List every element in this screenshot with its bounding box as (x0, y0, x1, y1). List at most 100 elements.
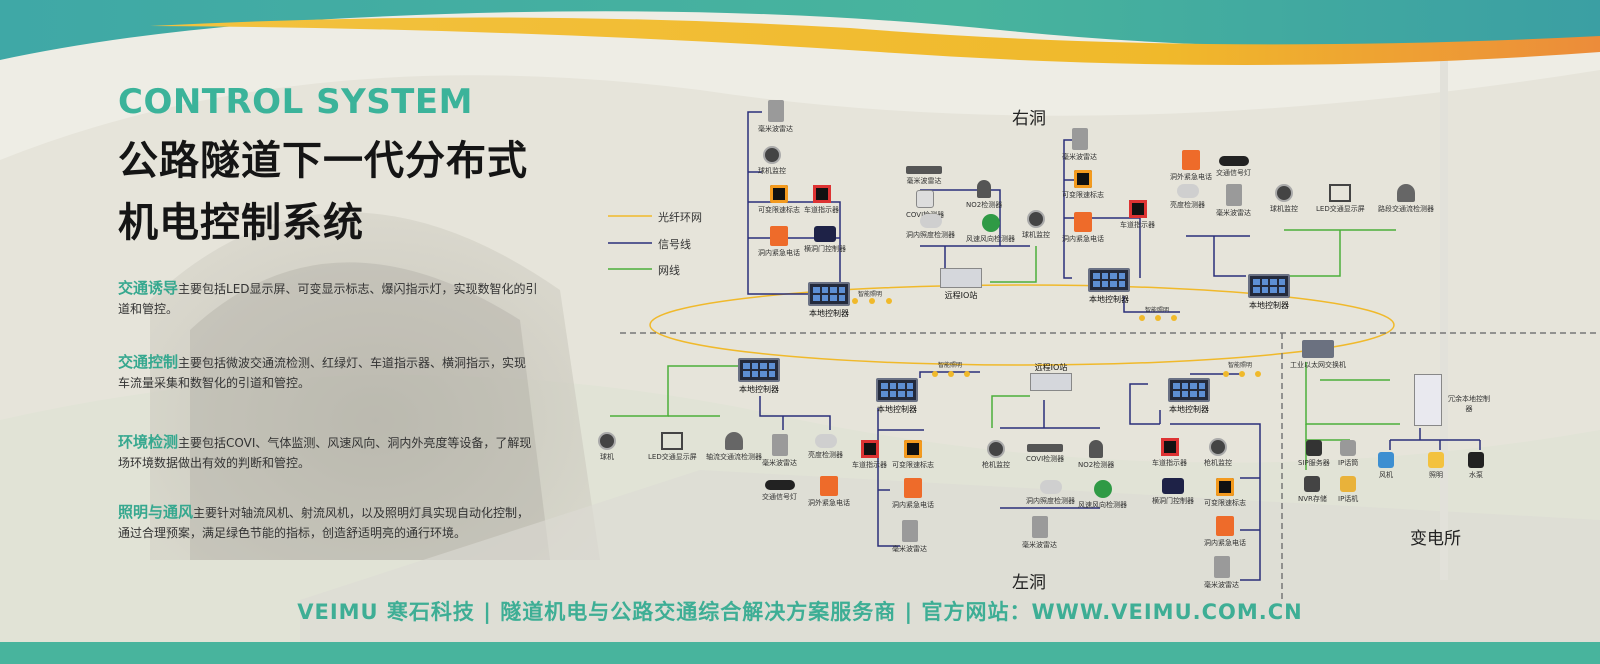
camera-icon (1027, 210, 1045, 228)
device-label: 毫米波雷达 (1022, 541, 1057, 549)
device-l2: LED交通显示屏 (648, 432, 697, 462)
substation-label: 变电所 (1410, 529, 1461, 549)
device-r1: 毫米波雷达 (758, 100, 793, 134)
local-controller-1: 本地控制器 (808, 282, 850, 319)
footer: VEIMU 寒石科技 | 隧道机电与公路交通综合解决方案服务商 | 官方网站：W… (0, 596, 1600, 626)
website-url[interactable]: WWW.VEIMU.COM.CN (1031, 600, 1303, 624)
device-label: 球机监控 (1270, 205, 1298, 213)
substation-lighting: 照明 (1428, 452, 1444, 480)
device-r12: 球机监控 (1022, 210, 1050, 240)
device-l11: 毫米波雷达 (892, 520, 927, 554)
substation-label-lighting: 照明 (1429, 471, 1443, 479)
device-l19: 枪机监控 (1204, 438, 1232, 468)
local-controller-5: 本地控制器 (876, 378, 918, 415)
english-title: CONTROL SYSTEM (118, 82, 473, 122)
lane-icon (812, 185, 831, 203)
device-l23: 毫米波雷达 (1204, 556, 1239, 590)
speed-icon (1216, 478, 1234, 496)
door-icon (1162, 478, 1184, 494)
device-r13: 毫米波雷达 (1062, 128, 1097, 162)
device-label: 可变限速标志 (1062, 191, 1104, 199)
flow-icon (725, 432, 743, 450)
device-label: NO2检测器 (1078, 461, 1115, 469)
camera-icon (763, 146, 781, 164)
device-label: 毫米波雷达 (892, 545, 927, 553)
ip_phone-icon (1340, 440, 1357, 456)
device-label: 球机 (600, 453, 614, 461)
camera-icon (987, 440, 1005, 458)
camera-icon (1275, 184, 1293, 202)
device-label: 洞内紧急电话 (892, 501, 934, 509)
lamp-label-2: 智能照明 (1145, 307, 1170, 314)
device-label: 枪机监控 (1204, 459, 1232, 467)
device-l17: 毫米波雷达 (1022, 516, 1057, 550)
device-r5: 洞内紧急电话 (758, 226, 800, 258)
lux-icon (814, 434, 837, 448)
device-label: 毫米波雷达 (906, 177, 942, 185)
substation-water: 水泵 (1468, 452, 1484, 480)
device-r10: 洞内照度检测器 (906, 214, 955, 240)
device-label: 洞内紧急电话 (1062, 235, 1104, 243)
lamp-label-4: 智能照明 (1228, 362, 1253, 369)
substation-fan: 风机 (1378, 452, 1394, 480)
device-r16: 洞内紧急电话 (1062, 212, 1104, 244)
substation-label-sip: SIP服务器 (1298, 459, 1330, 467)
no2-icon (1089, 440, 1104, 458)
device-r17: 洞外紧急电话 (1170, 150, 1212, 182)
signal-icon (764, 480, 795, 490)
redundant-controller-label: 冗余本地控制器 (1448, 395, 1490, 413)
water-icon (1468, 452, 1484, 468)
radar-bar-icon (1027, 444, 1064, 452)
switch-icon (1302, 340, 1334, 358)
cabinet-icon (1414, 374, 1442, 426)
device-l13: COVI检测器 (1026, 444, 1064, 464)
device-label: 亮度检测器 (1170, 201, 1205, 209)
device-label: 车道指示器 (804, 206, 839, 214)
nvr-icon (1304, 476, 1321, 492)
speed-icon (904, 440, 922, 458)
bottom-bar (0, 642, 1600, 664)
device-label: 毫米波雷达 (758, 125, 793, 133)
device-r3: 可变限速标志 (758, 185, 800, 215)
company-name: 寒石科技 (386, 600, 475, 624)
device-label: 车道指示器 (852, 461, 887, 469)
device-label: 横洞门控制器 (804, 245, 846, 253)
device-l9: 洞外紧急电话 (808, 476, 850, 508)
device-r23: 路段交通流检测器 (1378, 184, 1434, 214)
lux-icon (919, 214, 942, 228)
substation-sip: SIP服务器 (1298, 440, 1330, 468)
slogan: 隧道机电与公路交通综合解决方案服务商 (500, 600, 897, 624)
device-label: 洞内紧急电话 (758, 249, 800, 257)
device-label: 枪机监控 (982, 461, 1010, 469)
device-label: 洞外紧急电话 (1170, 173, 1212, 181)
device-r22: LED交通显示屏 (1316, 184, 1365, 214)
local-controller-4: 本地控制器 (738, 358, 780, 395)
lux-icon (1176, 184, 1199, 198)
phone-icon (1074, 212, 1092, 232)
radar-icon (1225, 184, 1242, 206)
website-label: 官方网站： (921, 600, 1032, 624)
local-controller-6: 本地控制器 (1168, 378, 1210, 415)
device-r7: 毫米波雷达 (906, 166, 942, 186)
legend-fiber-ring: 光纤环网 (658, 211, 702, 224)
industrial-ethernet-switch: 工业以太网交换机 (1290, 340, 1346, 370)
device-label: 路段交通流检测器 (1378, 205, 1434, 213)
legend-signal-line: 信号线 (658, 238, 691, 251)
device-l12: 枪机监控 (982, 440, 1010, 470)
speed-icon (770, 185, 788, 203)
device-r15: 车道指示器 (1120, 200, 1155, 230)
device-r18: 交通信号灯 (1216, 156, 1251, 178)
device-label: 车道指示器 (1120, 221, 1155, 229)
brand-logo: VEIMU (297, 600, 379, 624)
radar-icon (901, 520, 918, 542)
local-controller-2: 本地控制器 (1088, 268, 1130, 305)
device-l16: 风速风向检测器 (1078, 480, 1127, 510)
device-l6: 车道指示器 (852, 440, 887, 470)
device-label: 轴流交通流检测器 (706, 453, 762, 461)
device-label: 毫米波雷达 (1204, 581, 1239, 589)
device-l14: NO2检测器 (1078, 440, 1114, 470)
desc-lighting-ventilation: 照明与通风主要针对轴流风机、射流风机，以及照明灯具实现自动化控制，通过合理预案，… (118, 503, 530, 540)
wind-icon (1093, 480, 1112, 498)
led-icon (661, 432, 684, 450)
